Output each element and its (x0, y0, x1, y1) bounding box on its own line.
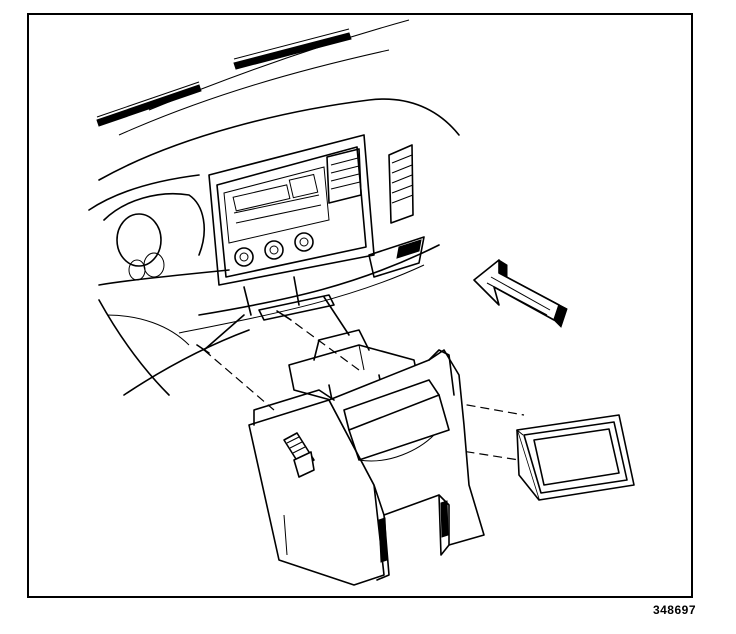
center-vent (326, 148, 362, 204)
defrost-vent-right (233, 28, 352, 70)
mounting-bolt (283, 432, 315, 478)
storage-bin (516, 414, 635, 501)
knob-icon (294, 232, 314, 252)
gauge-icon (116, 213, 162, 267)
figure-number: 348697 (652, 603, 696, 617)
radio-panel (208, 134, 425, 321)
dashboard (88, 19, 460, 396)
knob-icon (234, 247, 254, 267)
illustration-frame (27, 13, 693, 598)
knob-icon (264, 240, 284, 260)
right-vent (388, 144, 414, 224)
defrost-vent-left (96, 81, 202, 127)
console-removal-illustration (88, 19, 635, 586)
center-console (248, 349, 485, 586)
direction-arrow (473, 259, 568, 328)
